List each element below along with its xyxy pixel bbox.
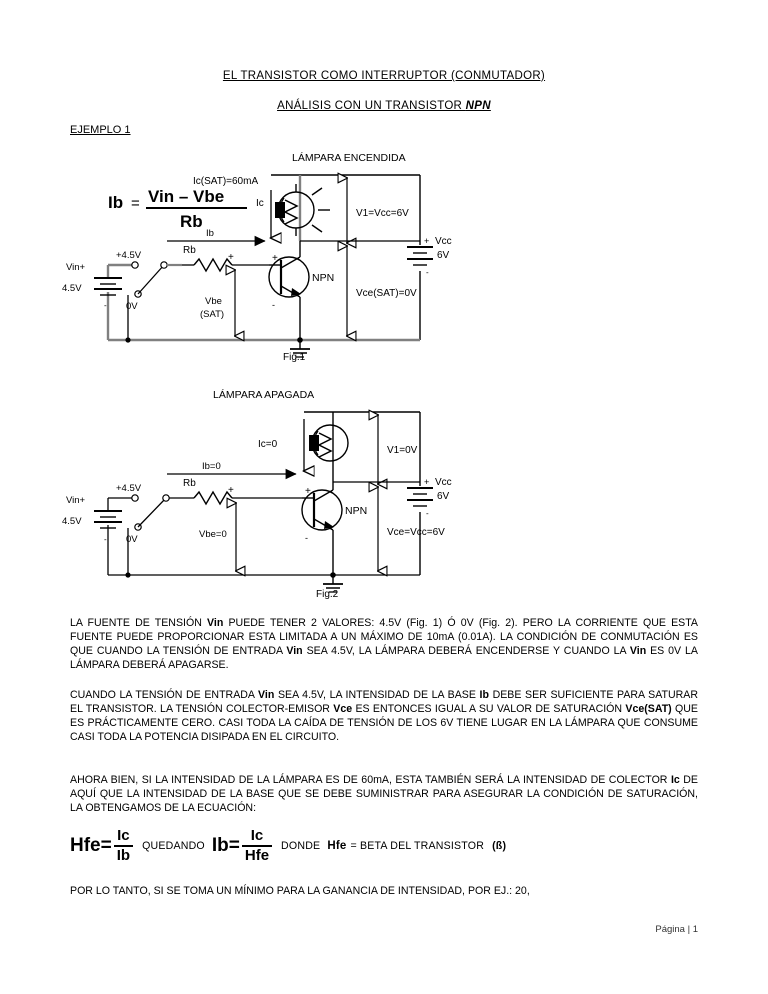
figure-1-vcc-minus: -: [426, 268, 429, 277]
figure-2-vin-minus: -: [104, 535, 107, 544]
figure-2-switch-bottom-label: 0V: [126, 534, 138, 545]
figure-1-vcc-plus: +: [424, 236, 429, 246]
figure-2-emitter-minus: -: [305, 533, 308, 543]
figure-1-rb-label: Rb: [183, 245, 196, 256]
figure-1-vbe-line1: Vbe: [205, 296, 222, 307]
document-subtitle-text: ANÁLISIS CON UN TRANSISTOR NPN: [277, 100, 491, 112]
figure-2-vbe-label: Vbe=0: [199, 529, 227, 540]
ib-label: Ib=: [211, 835, 240, 857]
beta-description: = BETA DEL TRANSISTOR: [350, 839, 485, 852]
figure-2-vin-name: Vin+: [66, 495, 86, 506]
figure-1-caption-top: LÁMPARA ENCENDIDA: [292, 151, 406, 164]
figure-1-emitter-minus: -: [272, 300, 275, 310]
figure-1-switch-bottom-label: 0V: [126, 301, 138, 312]
figure-1-ib-label: Ib: [206, 228, 214, 239]
paragraph-3: AHORA BIEN, SI LA INTENSIDAD DE LA LÁMPA…: [70, 773, 698, 815]
figure-2-npn-label: NPN: [345, 505, 367, 517]
figure-2-svg: LÁMPARA APAGADA Vin+ 4.5V - +4.5V 0V Rb: [62, 388, 452, 600]
subtitle-main: ANÁLISIS CON UN TRANSISTOR: [277, 100, 466, 112]
example-heading: EJEMPLO 1: [70, 124, 131, 136]
figure-2-base-plus: +: [305, 486, 311, 497]
figure-1-npn-label: NPN: [312, 272, 334, 284]
figure-2-vcc-plus: +: [424, 477, 429, 487]
figure-1-switch-top-label: +4.5V: [116, 250, 142, 261]
figure-2-caption-bottom: Fig.2: [316, 589, 339, 600]
figure-2-vce-label: Vce=Vcc=6V: [387, 527, 445, 538]
figure-1-formula-num: Vin – Vbe: [148, 187, 224, 206]
paragraph-1: LA FUENTE DE TENSIÓN Vin PUEDE TENER 2 V…: [70, 616, 698, 672]
figure-1-vin-value: 4.5V: [62, 283, 82, 294]
paragraph-2: CUANDO LA TENSIÓN DE ENTRADA Vin SEA 4.5…: [70, 688, 698, 744]
p1-vin-1: Vin: [207, 617, 224, 629]
figure-1-formula-eq: =: [131, 195, 140, 212]
p3-ic: Ic: [670, 774, 680, 786]
document-subtitle: ANÁLISIS CON UN TRANSISTOR NPN: [0, 100, 768, 112]
hfe-numerator: Ic: [117, 827, 130, 844]
figure-1-formula-lhs: Ib: [108, 193, 123, 212]
ib-numerator: Ic: [250, 827, 264, 844]
figure-1-formula-den: Rb: [180, 212, 203, 231]
figure-1-svg: LÁMPARA ENCENDIDA Ib = Vin – Vbe Rb Vin+…: [62, 151, 452, 363]
ib-denominator: Hfe: [241, 844, 273, 864]
figure-1-ic-sat-label: Ic(SAT)=60mA: [193, 176, 258, 187]
hfe-bold-ref: Hfe: [327, 840, 346, 852]
figure-2-caption-top: LÁMPARA APAGADA: [213, 388, 314, 401]
p2-ib: Ib: [479, 689, 489, 701]
figure-1-base-plus: +: [272, 253, 278, 264]
figure-2-ib-label: Ib=0: [202, 461, 221, 472]
figure-1-vin-name: Vin+: [66, 262, 86, 273]
figure-2-vcc-name: Vcc: [435, 477, 452, 488]
figure-2-vcc-value: 6V: [437, 491, 450, 502]
figure-1-vbe-plus: +: [228, 252, 234, 263]
hfe-equation-row: Hfe= Ic Ib QUEDANDO Ib= Ic Hfe DONDE Hfe…: [70, 828, 710, 864]
quedando-text: QUEDANDO: [142, 839, 205, 852]
figure-1: LÁMPARA ENCENDIDA Ib = Vin – Vbe Rb Vin+…: [60, 148, 710, 363]
figure-2: LÁMPARA APAGADA Vin+ 4.5V - +4.5V 0V Rb: [60, 385, 710, 600]
p2-vin: Vin: [258, 689, 275, 701]
figure-1-vin-minus: -: [104, 301, 107, 310]
ib-fraction: Ic Hfe: [241, 827, 273, 864]
figure-1-vce-label: Vce(SAT)=0V: [356, 288, 417, 299]
p2-text-a: CUANDO LA TENSIÓN DE ENTRADA: [70, 689, 259, 701]
figure-2-switch-top-label: +4.5V: [116, 483, 142, 494]
figure-2-vcc-minus: -: [426, 509, 429, 518]
p2-vce: Vce: [333, 703, 353, 716]
p2-text-e: ES ENTONCES IGUAL A SU VALOR DE SATURACI…: [352, 703, 626, 716]
figure-2-ic-label: Ic=0: [258, 439, 278, 450]
hfe-label: Hfe=: [70, 835, 112, 857]
document-title-text: EL TRANSISTOR COMO INTERRUPTOR (CONMUTAD…: [222, 70, 546, 82]
figure-2-vin-value: 4.5V: [62, 516, 82, 527]
figure-1-vcc-value: 6V: [437, 250, 450, 261]
figure-1-ic-label: Ic: [256, 198, 264, 209]
figure-1-caption-bottom: Fig.1: [283, 352, 306, 363]
document-title: EL TRANSISTOR COMO INTERRUPTOR (CONMUTAD…: [0, 70, 768, 82]
beta-symbol: (ß): [492, 839, 507, 852]
p1-text-a: LA FUENTE DE TENSIÓN: [70, 617, 208, 629]
p2-vce-sat: Vce(SAT): [625, 703, 672, 716]
donde-text: DONDE: [281, 839, 321, 852]
figure-1-vbe-line2: (SAT): [200, 309, 224, 320]
p3-text-a: AHORA BIEN, SI LA INTENSIDAD DE LA LÁMPA…: [70, 774, 671, 786]
p3-text-c: DE AQUÍ QUE LA INTENSIDAD DE LA BASE QUE…: [70, 774, 698, 815]
p2-text-c: SEA 4.5V, LA INTENSIDAD DE LA BASE: [274, 689, 480, 701]
p1-text-d: SEA 4.5V, LA LÁMPARA DEBERÁ ENCENDERSE Y…: [302, 645, 630, 658]
paragraph-4: POR LO TANTO, SI SE TOMA UN MÍNIMO PARA …: [70, 885, 530, 897]
p2-text-f: QUE ES PRÁCTICAMENTE CERO. CASI TODA LA …: [70, 703, 698, 744]
figure-2-vbe-plus: +: [228, 485, 234, 496]
figure-2-v1-label: V1=0V: [387, 445, 418, 456]
p1-vin-2: Vin: [286, 645, 303, 658]
figure-1-vcc-name: Vcc: [435, 236, 452, 247]
hfe-fraction: Ic Ib: [113, 827, 134, 864]
p1-text-e: ES 0V LA LÁMPARA DEBERÁ APAGARSE.: [70, 645, 698, 672]
subtitle-npn: NPN: [465, 100, 491, 112]
p1-text-c: PUEDE TENER 2 VALORES: 4.5V (Fig. 1) Ó 0…: [70, 617, 698, 658]
hfe-bold-text: Hfe: [327, 839, 347, 852]
page-footer: Página | 1: [655, 924, 698, 935]
hfe-denominator: Ib: [113, 844, 134, 864]
p2-text-d: DEBE SER SUFICIENTE PARA SATURAR EL TRAN…: [70, 689, 698, 716]
figure-1-v1-label: V1=Vcc=6V: [356, 208, 409, 219]
p1-vin-3: Vin: [629, 645, 647, 658]
figure-2-rb-label: Rb: [183, 478, 196, 489]
